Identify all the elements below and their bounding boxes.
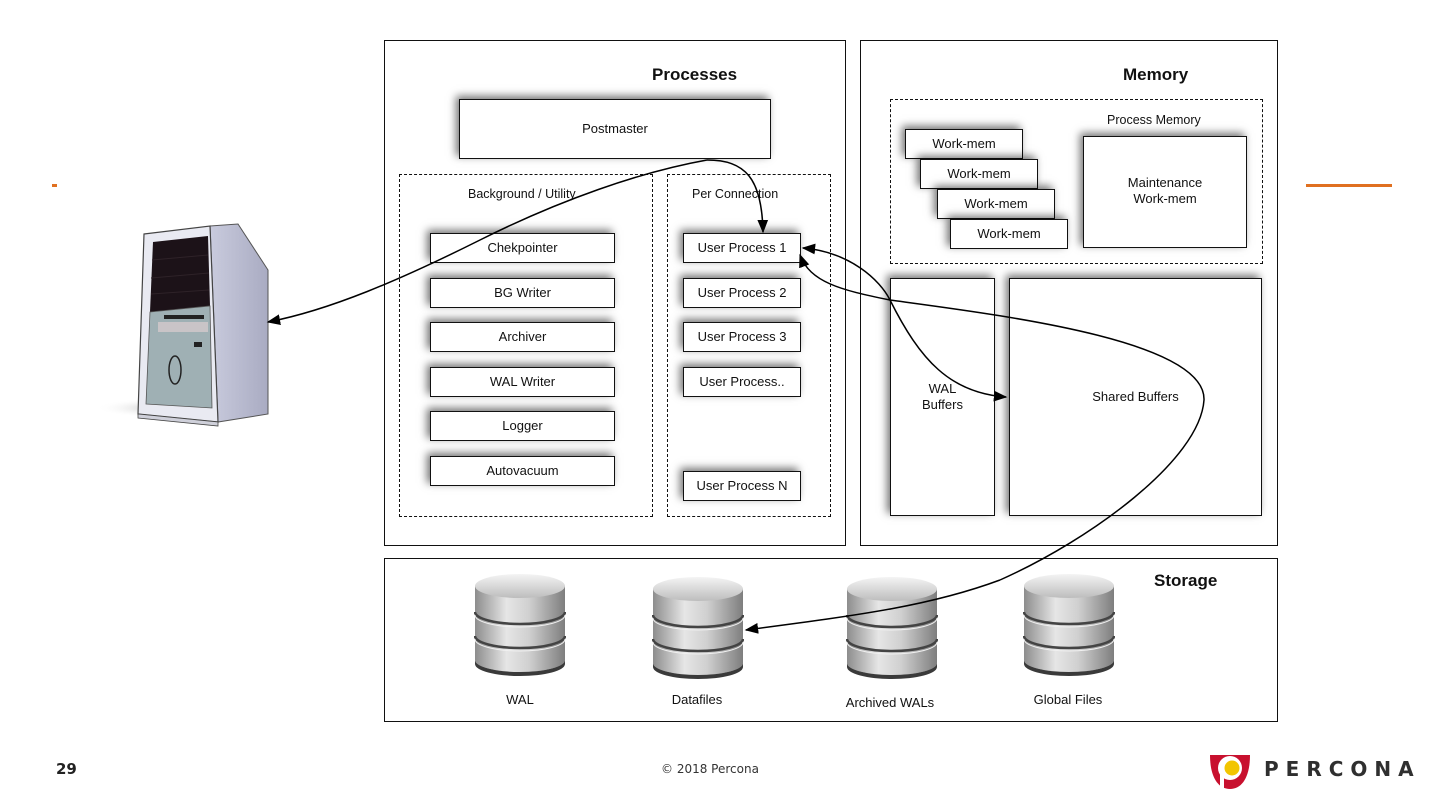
user-process-label: User Process N [696, 478, 788, 493]
server-tower-icon [96, 223, 269, 427]
bg-process-label: Autovacuum [486, 463, 559, 478]
database-icon[interactable] [1022, 572, 1116, 676]
user-process-3[interactable]: User Process 3 [683, 322, 801, 352]
user-process-label: User Process 1 [697, 240, 787, 255]
process-memory-label: Process Memory [1107, 113, 1201, 127]
shared-buffers-label: Shared Buffers [1092, 389, 1179, 404]
memory-title: Memory [1123, 65, 1189, 84]
user-process-ellipsis[interactable]: User Process.. [683, 367, 801, 397]
wal-buffers-box[interactable]: WAL Buffers [890, 278, 995, 516]
bg-process-label: WAL Writer [489, 374, 556, 389]
user-process-1[interactable]: User Process 1 [683, 233, 801, 263]
client-server [96, 218, 273, 428]
storage-label-wal: WAL [506, 692, 534, 707]
accent-line-right [1306, 184, 1392, 187]
bg-process-label: Logger [502, 418, 543, 433]
percona-logo-icon [1210, 755, 1250, 789]
work-mem-label: Work-mem [964, 196, 1028, 211]
user-process-n[interactable]: User Process N [683, 471, 801, 501]
postmaster-box[interactable]: Postmaster [459, 99, 771, 159]
wal-buffers-label: WAL Buffers [922, 381, 963, 412]
postmaster-label: Postmaster [582, 121, 648, 136]
database-icon[interactable] [845, 575, 939, 679]
bg-process-bg-writer[interactable]: BG Writer [430, 278, 615, 308]
storage-title: Storage [1154, 571, 1218, 590]
work-mem-box[interactable]: Work-mem [920, 159, 1038, 189]
work-mem-label: Work-mem [977, 226, 1041, 241]
bg-process-label: Archiver [498, 329, 547, 344]
bg-process-archiver[interactable]: Archiver [430, 322, 615, 352]
page-number: 29 [56, 760, 77, 778]
user-process-label: User Process 3 [697, 329, 787, 344]
storage-label-datafiles: Datafiles [671, 692, 723, 707]
accent-mark-left [52, 184, 57, 187]
bg-process-wal-writer[interactable]: WAL Writer [430, 367, 615, 397]
copyright-text: © 2018 Percona [661, 762, 759, 776]
work-mem-label: Work-mem [947, 166, 1011, 181]
processes-title: Processes [652, 65, 738, 84]
bg-process-label: BG Writer [494, 285, 551, 300]
work-mem-label: Work-mem [932, 136, 996, 151]
bg-process-autovacuum[interactable]: Autovacuum [430, 456, 615, 486]
storage-label-global-files: Global Files [1033, 692, 1103, 707]
maintenance-work-mem-box[interactable]: Maintenance Work-mem [1083, 136, 1247, 248]
brand-name: PERCONA [1264, 757, 1421, 781]
user-process-2[interactable]: User Process 2 [683, 278, 801, 308]
database-icon[interactable] [651, 575, 745, 679]
work-mem-box[interactable]: Work-mem [905, 129, 1023, 159]
work-mem-box[interactable]: Work-mem [937, 189, 1055, 219]
percona-logo [1208, 751, 1252, 791]
background-utility-label: Background / Utility [468, 187, 576, 201]
bg-process-label: Chekpointer [487, 240, 558, 255]
user-process-label: User Process.. [699, 374, 785, 389]
storage-label-archived-wals: Archived WALs [845, 695, 935, 710]
maintenance-work-mem-label: Maintenance Work-mem [1127, 175, 1203, 206]
per-connection-label: Per Connection [692, 187, 779, 201]
shared-buffers-box[interactable]: Shared Buffers [1009, 278, 1262, 516]
bg-process-checkpointer[interactable]: Chekpointer [430, 233, 615, 263]
database-icon[interactable] [473, 572, 567, 676]
user-process-label: User Process 2 [697, 285, 787, 300]
bg-process-logger[interactable]: Logger [430, 411, 615, 441]
work-mem-box[interactable]: Work-mem [950, 219, 1068, 249]
